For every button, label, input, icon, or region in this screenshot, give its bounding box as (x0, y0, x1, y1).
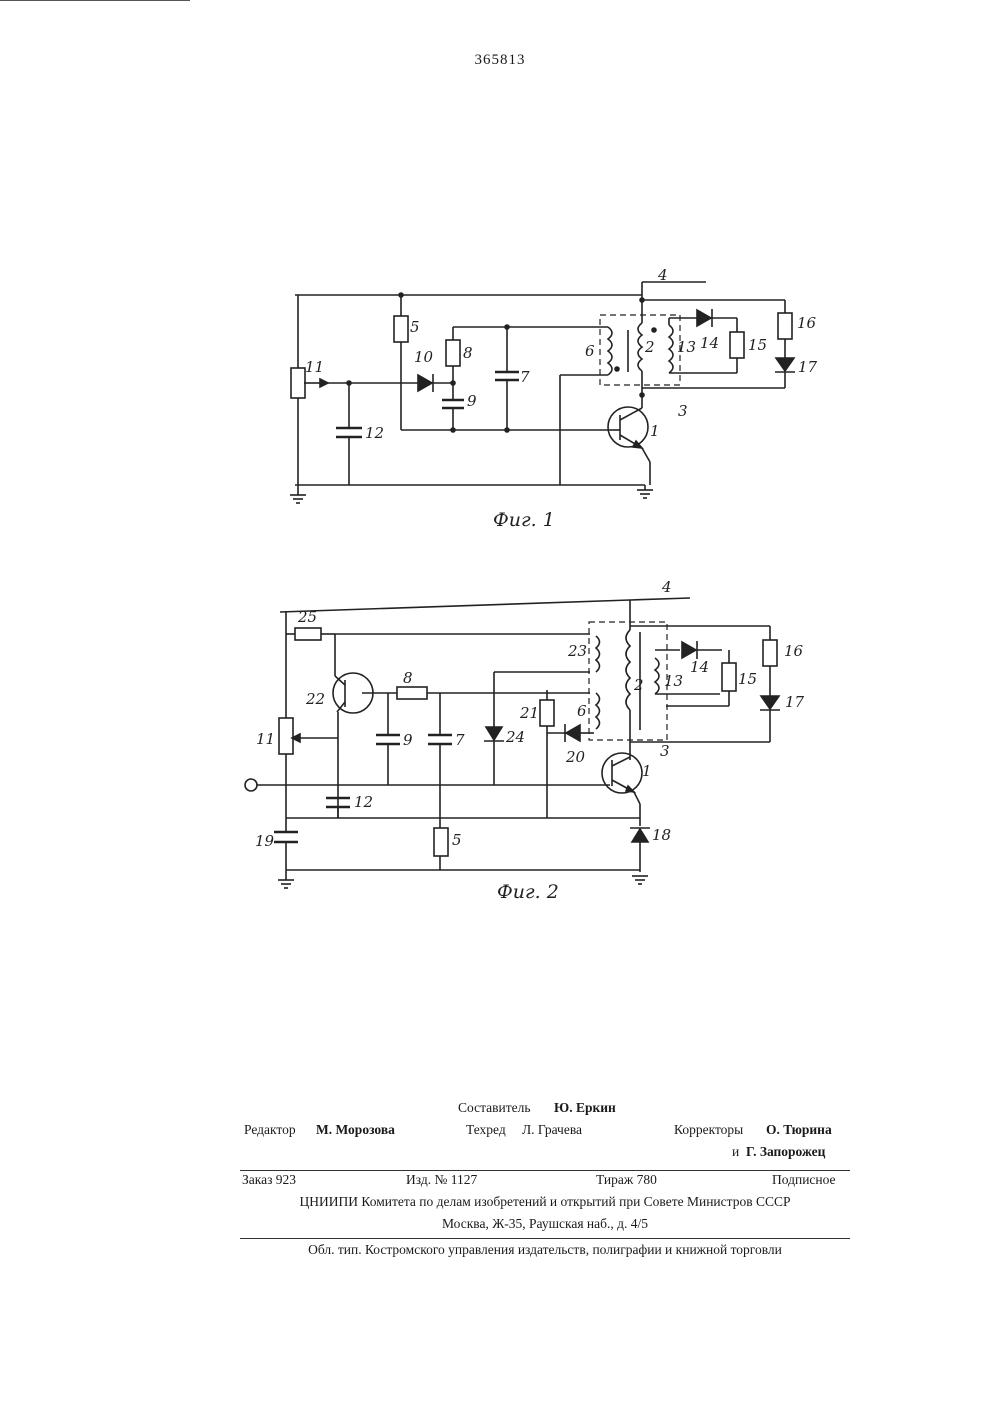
fig2-label-11: 11 (256, 730, 275, 748)
staff-row: Редактор М. Морозова Техред Л. Грачева К… (240, 1122, 850, 1144)
transistor-1 (608, 407, 648, 447)
fig2-label-15: 15 (738, 670, 757, 688)
resistor-5 (394, 316, 408, 342)
input-terminal (245, 779, 257, 791)
corrector2-prefix: и (732, 1144, 739, 1160)
fig2-label-14: 14 (690, 658, 709, 676)
fig1-caption: Фиг. 1 (493, 509, 555, 531)
fig2-label-18: 18 (652, 826, 671, 844)
fig1-label-4: 4 (657, 266, 668, 284)
fig1-label-15: 15 (748, 336, 767, 354)
fig1-label-14: 14 (700, 334, 719, 352)
resistor-15 (730, 332, 744, 358)
corrector2-name: Г. Запорожец (746, 1144, 825, 1160)
resistor-16 (778, 313, 792, 339)
corrector2-row: и Г. Запорожец (240, 1144, 850, 1166)
resistor-5 (434, 828, 448, 856)
imprint-rule-2 (240, 1238, 850, 1239)
fig2-label-16: 16 (784, 642, 804, 660)
resistor-16 (763, 640, 777, 666)
order-row: Заказ 923 Изд. № 1127 Тираж 780 Подписно… (240, 1172, 850, 1194)
fig1-label-7: 7 (520, 368, 530, 386)
compiler-label: Составитель (458, 1100, 531, 1116)
fig2-label-24: 24 (505, 728, 525, 746)
fig2-label-7: 7 (455, 731, 465, 749)
correctors-label: Корректоры (674, 1122, 743, 1138)
org-line: ЦНИИПИ Комитета по делам изобретений и о… (240, 1194, 850, 1210)
fig2-label-21: 21 (519, 704, 539, 722)
compiler-row: Составитель Ю. Еркин (240, 1100, 850, 1122)
fig1-label-3: 3 (678, 402, 688, 420)
resistor-21 (540, 700, 554, 726)
imprint-block: Составитель Ю. Еркин Редактор М. Морозов… (240, 1100, 850, 1264)
fig1-label-2: 2 (644, 338, 655, 356)
fig1-label-10: 10 (414, 348, 434, 366)
fig2-label-3: 3 (660, 742, 670, 760)
editor-name: М. Морозова (316, 1122, 395, 1138)
fig2-label-5: 5 (452, 831, 462, 849)
fig2-label-2: 2 (633, 676, 644, 694)
techred-name: Л. Грачева (522, 1122, 582, 1138)
figure-1-schematic: 4 5 8 10 9 7 11 12 6 2 13 14 15 16 17 3 … (290, 266, 818, 531)
fig2-label-1: 1 (642, 762, 652, 780)
printer-line: Обл. тип. Костромского управления издате… (240, 1242, 850, 1258)
fig1-label-9: 9 (467, 392, 477, 410)
transistor-1 (602, 753, 642, 793)
resistor-8 (446, 340, 460, 366)
fig2-label-22: 22 (305, 690, 325, 708)
org-row: ЦНИИПИ Комитета по делам изобретений и о… (240, 1194, 850, 1216)
fig1-label-6: 6 (585, 342, 595, 360)
order-number: Заказ 923 (242, 1172, 296, 1188)
fig1-label-12: 12 (365, 424, 384, 442)
fig2-label-25: 25 (297, 608, 317, 626)
imprint-rule-1 (240, 1170, 850, 1171)
subscription: Подписное (772, 1172, 836, 1188)
resistor-25 (295, 628, 321, 640)
printer-row: Обл. тип. Костромского управления издате… (240, 1242, 850, 1264)
fig2-label-20: 20 (565, 748, 586, 766)
fig1-label-17: 17 (798, 358, 818, 376)
schematics: 4 5 8 10 9 7 11 12 6 2 13 14 15 16 17 3 … (0, 0, 1000, 1000)
fig2-label-4: 4 (661, 578, 672, 596)
resistor-8 (397, 687, 427, 699)
fig2-label-8: 8 (403, 669, 413, 687)
fig1-label-11: 11 (305, 358, 324, 376)
fig2-label-12: 12 (354, 793, 373, 811)
potentiometer-11 (279, 718, 293, 754)
potentiometer-11 (291, 368, 305, 398)
address-row: Москва, Ж-35, Раушская наб., д. 4/5 (240, 1216, 850, 1238)
fig1-label-5: 5 (410, 318, 420, 336)
fig2-label-17: 17 (785, 693, 805, 711)
fig1-label-13: 13 (677, 338, 696, 356)
fig2-label-9: 9 (403, 731, 413, 749)
fig2-label-23: 23 (567, 642, 587, 660)
corrector1-name: О. Тюрина (766, 1122, 832, 1138)
compiler-name: Ю. Еркин (554, 1100, 616, 1116)
resistor-15 (722, 663, 736, 691)
fig1-label-8: 8 (463, 344, 473, 362)
techred-label: Техред (466, 1122, 506, 1138)
fig2-label-6: 6 (577, 702, 587, 720)
print-run: Тираж 780 (596, 1172, 657, 1188)
figure-2-schematic: 4 25 23 22 8 21 6 9 7 24 20 11 12 19 5 2… (245, 578, 805, 903)
address-line: Москва, Ж-35, Раушская наб., д. 4/5 (240, 1216, 850, 1232)
fig2-label-19: 19 (255, 832, 275, 850)
fig1-label-16: 16 (797, 314, 817, 332)
fig2-label-13: 13 (664, 672, 683, 690)
editor-label: Редактор (244, 1122, 296, 1138)
edition-number: Изд. № 1127 (406, 1172, 477, 1188)
fig2-caption: Фиг. 2 (497, 881, 559, 903)
fig1-label-1: 1 (650, 422, 660, 440)
